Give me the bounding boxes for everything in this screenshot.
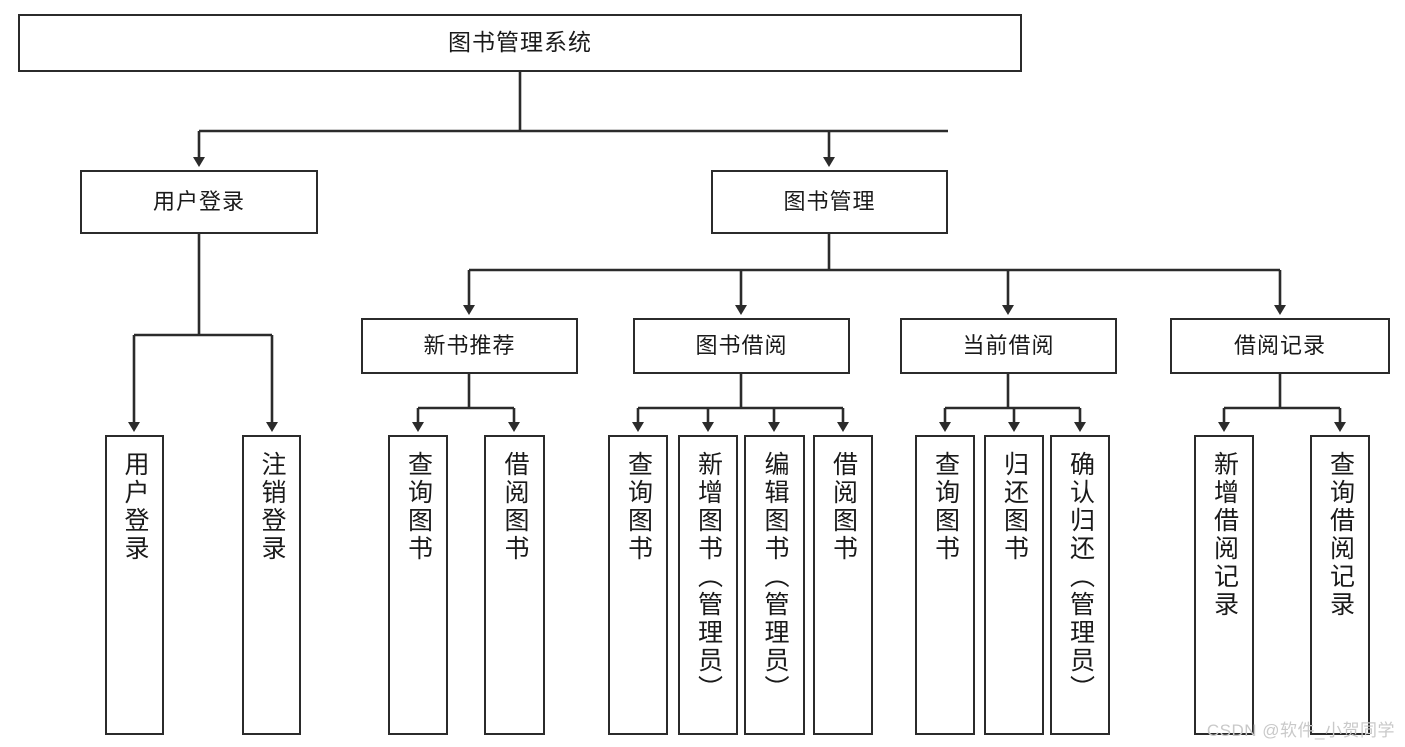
node-leaf-logout[interactable]: 注销登录 bbox=[242, 435, 301, 735]
node-leaf-edit-book-label: 编辑图书（管理员） bbox=[761, 451, 789, 703]
node-leaf-edit-book[interactable]: 编辑图书（管理员） bbox=[744, 435, 805, 735]
node-leaf-query-record-label: 查询借阅记录 bbox=[1326, 451, 1355, 619]
node-borrow-record-label: 借阅记录 bbox=[1233, 333, 1326, 359]
node-leaf-add-book-label: 新增图书（管理员） bbox=[694, 451, 723, 703]
node-leaf-confirm-return[interactable]: 确认归还（管理员） bbox=[1050, 435, 1110, 735]
node-leaf-add-book[interactable]: 新增图书（管理员） bbox=[678, 435, 738, 735]
node-book-borrow-label: 图书借阅 bbox=[695, 333, 788, 359]
node-leaf-return-book[interactable]: 归还图书 bbox=[984, 435, 1044, 735]
node-leaf-borrow-book-nbr[interactable]: 借阅图书 bbox=[484, 435, 545, 735]
node-leaf-query-book-cb-label: 查询图书 bbox=[931, 451, 960, 563]
node-book-management[interactable]: 图书管理 bbox=[711, 170, 948, 234]
node-leaf-confirm-return-label: 确认归还（管理员） bbox=[1066, 451, 1095, 703]
node-new-book-recommend-label: 新书推荐 bbox=[423, 333, 516, 359]
node-current-borrow[interactable]: 当前借阅 bbox=[900, 318, 1117, 374]
node-user-login[interactable]: 用户登录 bbox=[80, 170, 318, 234]
node-root-label: 图书管理系统 bbox=[448, 29, 592, 56]
node-leaf-add-record-label: 新增借阅记录 bbox=[1210, 451, 1239, 619]
node-leaf-query-record[interactable]: 查询借阅记录 bbox=[1310, 435, 1370, 735]
node-book-management-label: 图书管理 bbox=[783, 189, 876, 215]
node-leaf-return-book-label: 归还图书 bbox=[1000, 451, 1029, 563]
node-user-login-label: 用户登录 bbox=[152, 189, 245, 215]
node-leaf-borrow-book-bb[interactable]: 借阅图书 bbox=[813, 435, 873, 735]
node-book-borrow[interactable]: 图书借阅 bbox=[633, 318, 850, 374]
node-root[interactable]: 图书管理系统 bbox=[18, 14, 1022, 72]
node-leaf-query-book-nbr-label: 查询图书 bbox=[404, 451, 433, 563]
node-leaf-borrow-book-bb-label: 借阅图书 bbox=[829, 451, 858, 563]
node-new-book-recommend[interactable]: 新书推荐 bbox=[361, 318, 578, 374]
node-borrow-record[interactable]: 借阅记录 bbox=[1170, 318, 1390, 374]
node-leaf-add-record[interactable]: 新增借阅记录 bbox=[1194, 435, 1254, 735]
node-leaf-user-login-label: 用户登录 bbox=[121, 451, 149, 563]
node-current-borrow-label: 当前借阅 bbox=[962, 333, 1055, 359]
node-leaf-user-login[interactable]: 用户登录 bbox=[105, 435, 164, 735]
node-leaf-query-book-nbr[interactable]: 查询图书 bbox=[388, 435, 448, 735]
watermark-text: CSDN @软件_小贺同学 bbox=[1206, 721, 1395, 740]
node-leaf-logout-label: 注销登录 bbox=[258, 451, 286, 563]
node-leaf-query-book-bb-label: 查询图书 bbox=[624, 451, 653, 563]
node-leaf-query-book-cb[interactable]: 查询图书 bbox=[915, 435, 975, 735]
node-leaf-query-book-bb[interactable]: 查询图书 bbox=[608, 435, 668, 735]
node-leaf-borrow-book-nbr-label: 借阅图书 bbox=[501, 451, 529, 563]
